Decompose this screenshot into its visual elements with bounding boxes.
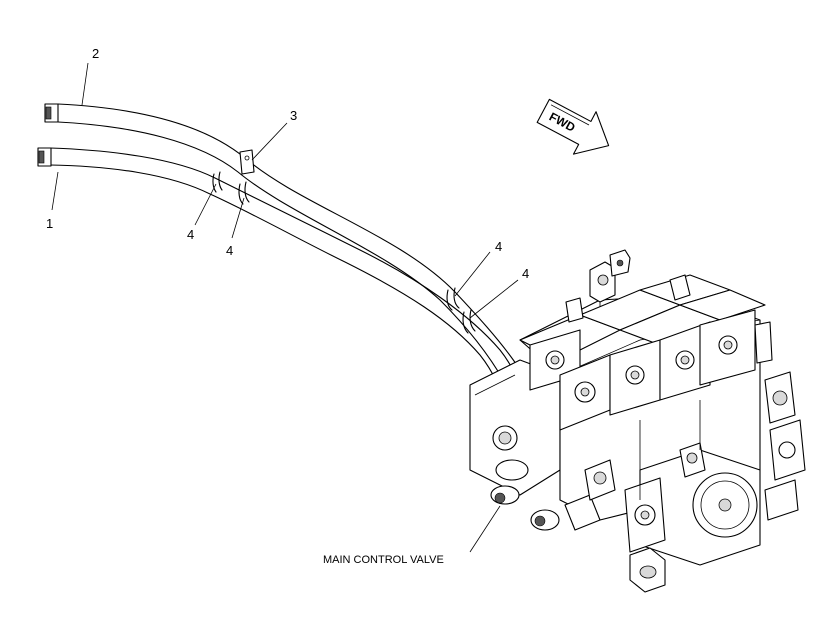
hose-1: [37, 147, 536, 446]
callout-4-band-b: 4: [226, 243, 233, 258]
band-4c: [446, 287, 460, 311]
callout-2: 2: [92, 46, 99, 61]
callout-3: 3: [290, 108, 297, 123]
callout-1: 1: [46, 216, 53, 231]
main-control-valve: [469, 249, 806, 593]
band-4d: [462, 309, 476, 334]
hose-2: [44, 103, 549, 439]
callout-4-band-a: 4: [187, 227, 194, 242]
band-4a: [212, 171, 223, 193]
main-control-valve-label: MAIN CONTROL VALVE: [323, 554, 444, 566]
clip-3: [239, 149, 255, 175]
callout-4-band-c: 4: [495, 239, 502, 254]
forward-direction-arrow-icon: FWD: [536, 98, 610, 155]
leader-lines: [51, 62, 519, 553]
band-4b: [238, 181, 250, 205]
callout-4-band-d: 4: [522, 266, 529, 281]
